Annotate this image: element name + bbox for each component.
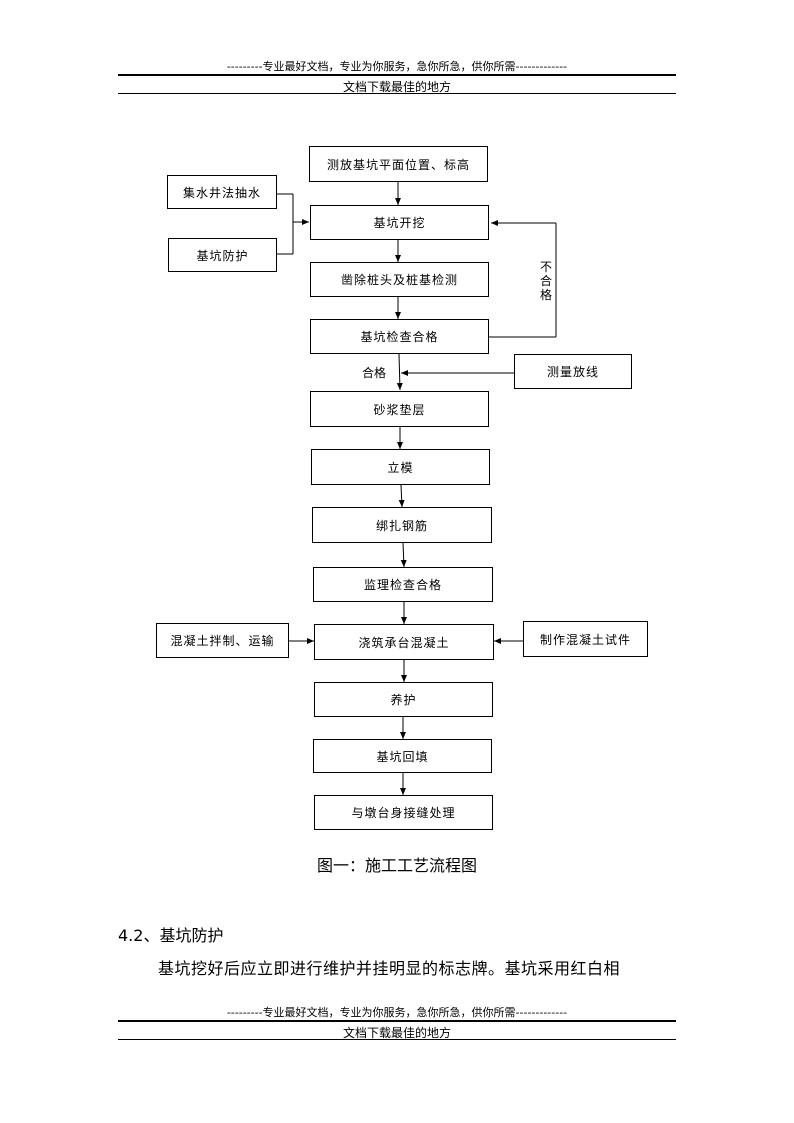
step-5-box: 砂浆垫层: [310, 391, 489, 427]
step-7-box: 绑扎钢筋: [312, 507, 492, 543]
step-2-box: 基坑开挖: [310, 205, 489, 240]
side-stakeout-box: 测量放线: [514, 354, 632, 389]
step-12-box: 与墩台身接缝处理: [314, 795, 493, 830]
header-slogan: ---------专业最好文档，专业为你服务，急你所急，供你所需--------…: [226, 60, 568, 73]
step-1-box: 测放基坑平面位置、标高: [309, 146, 488, 182]
step-11-box: 基坑回填: [313, 739, 492, 773]
side-test-specimen-box: 制作混凝土试件: [523, 621, 648, 657]
section-heading: 4.2、基坑防护: [118, 926, 224, 945]
step-4-box: 基坑检查合格: [310, 319, 489, 354]
step-8-box: 监理检查合格: [313, 567, 493, 602]
header-rule-thin: [118, 93, 676, 94]
footer-rule: [118, 1020, 676, 1022]
body-paragraph: 基坑挖好后应立即进行维护并挂明显的标志牌。基坑采用红白相: [158, 959, 621, 978]
header-subtitle: 文档下载最佳的地方: [342, 80, 451, 94]
pass-label: 合格: [362, 366, 387, 380]
footer-rule-thin: [118, 1039, 676, 1040]
fail-label: 不合格: [539, 260, 552, 302]
step-6-box: 立模: [311, 449, 490, 485]
footer-slogan: ---------专业最好文档，专业为你服务，急你所急，供你所需--------…: [226, 1006, 568, 1019]
step-3-box: 凿除桩头及桩基检测: [310, 262, 489, 297]
side-pumping-box: 集水井法抽水: [167, 175, 277, 209]
header-rule: [118, 74, 676, 76]
footer-subtitle: 文档下载最佳的地方: [342, 1026, 451, 1040]
step-10-box: 养护: [314, 682, 493, 717]
step-9-box: 浇筑承台混凝土: [314, 624, 494, 660]
figure-caption: 图一：施工工艺流程图: [316, 856, 477, 875]
side-concrete-mixing-box: 混凝土拌制、运输: [156, 623, 289, 658]
side-protection-box: 基坑防护: [168, 238, 277, 272]
